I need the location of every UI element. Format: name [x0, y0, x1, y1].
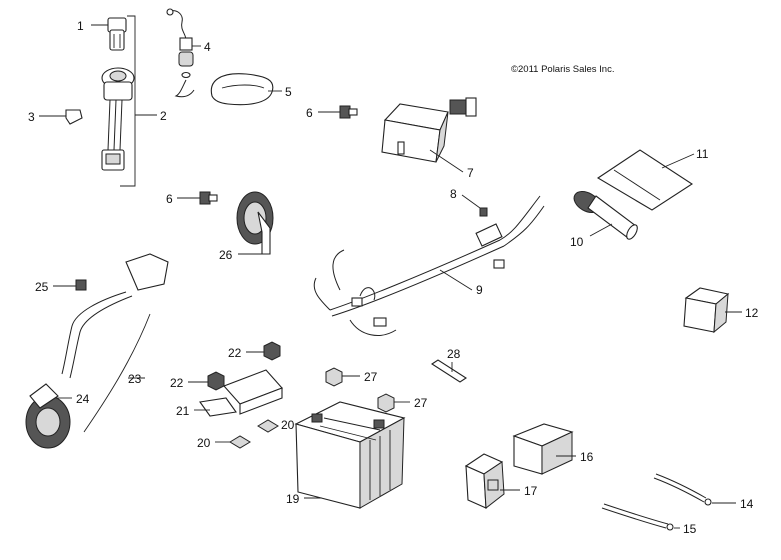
callout-20a: 20 [197, 436, 211, 450]
part-cover[interactable] [210, 73, 274, 106]
callout-1: 1 [77, 19, 84, 33]
callout-20b: 20 [281, 418, 295, 432]
leader-10 [589, 223, 613, 237]
callout-28: 28 [447, 347, 461, 361]
part-ignition-switch[interactable] [101, 67, 135, 171]
part-wiring-harness[interactable] [313, 195, 545, 336]
callout-6a: 6 [306, 106, 313, 120]
callout-10: 10 [570, 235, 584, 249]
part-terminal-cap-lower[interactable] [377, 393, 395, 413]
part-battery-bracket[interactable] [199, 369, 283, 417]
callout-11: 11 [696, 147, 709, 161]
part-boot[interactable] [464, 453, 505, 509]
callout-2: 2 [160, 109, 167, 123]
part-clip[interactable] [65, 109, 83, 125]
part-control-module[interactable] [381, 97, 477, 163]
callout-26: 26 [219, 248, 233, 262]
callout-14: 14 [740, 497, 754, 511]
callout-15: 15 [683, 522, 697, 536]
part-bolt-coil[interactable] [75, 279, 87, 291]
callout-7: 7 [467, 166, 474, 180]
callout-3: 3 [28, 110, 35, 124]
callout-23: 23 [128, 372, 142, 386]
callout-19: 19 [286, 492, 300, 506]
callout-17: 17 [524, 484, 538, 498]
leader-11 [661, 153, 695, 169]
callout-21: 21 [176, 404, 190, 418]
callout-5: 5 [285, 85, 292, 99]
callout-9: 9 [476, 283, 483, 297]
callout-27a: 27 [364, 370, 378, 384]
part-bolt-upper[interactable] [339, 105, 358, 119]
part-key[interactable] [107, 17, 127, 51]
callout-12: 12 [745, 306, 759, 320]
callout-27b: 27 [414, 396, 428, 410]
part-terminal-cap-upper[interactable] [325, 367, 343, 387]
part-horn[interactable] [236, 191, 274, 255]
part-ignition-coil[interactable] [61, 253, 169, 379]
leader-8 [461, 194, 481, 209]
part-cable-upper[interactable] [653, 473, 712, 506]
callout-22a: 22 [228, 346, 242, 360]
part-cable-lower[interactable] [601, 503, 674, 531]
part-pad-right[interactable] [257, 419, 279, 433]
part-relay[interactable] [683, 287, 730, 334]
leader-7 [429, 149, 464, 173]
part-switch-lead[interactable] [166, 8, 195, 98]
part-battery[interactable] [294, 401, 406, 509]
callout-4: 4 [204, 40, 211, 54]
part-nut-lower[interactable] [207, 371, 225, 391]
callout-25: 25 [35, 280, 49, 294]
part-pad-left[interactable] [229, 435, 251, 449]
callout-6b: 6 [166, 192, 173, 206]
part-pin[interactable] [430, 359, 468, 383]
callout-16: 16 [580, 450, 594, 464]
leader-9 [439, 269, 473, 291]
part-spark-plug-cap[interactable] [25, 383, 71, 449]
copyright-notice: ©2011 Polaris Sales Inc. [511, 64, 615, 75]
part-document-bag[interactable] [596, 149, 694, 211]
callout-22b: 22 [170, 376, 184, 390]
part-nut-upper[interactable] [263, 341, 281, 361]
bracket-group [120, 15, 136, 187]
callout-8: 8 [450, 187, 457, 201]
part-bolt-lower[interactable] [199, 191, 218, 205]
leader-bracket-23 [83, 313, 151, 433]
part-small-bolt[interactable] [479, 207, 488, 217]
callout-24: 24 [76, 392, 90, 406]
part-cover-box[interactable] [512, 423, 574, 475]
part-fuse-holder[interactable] [570, 187, 639, 241]
